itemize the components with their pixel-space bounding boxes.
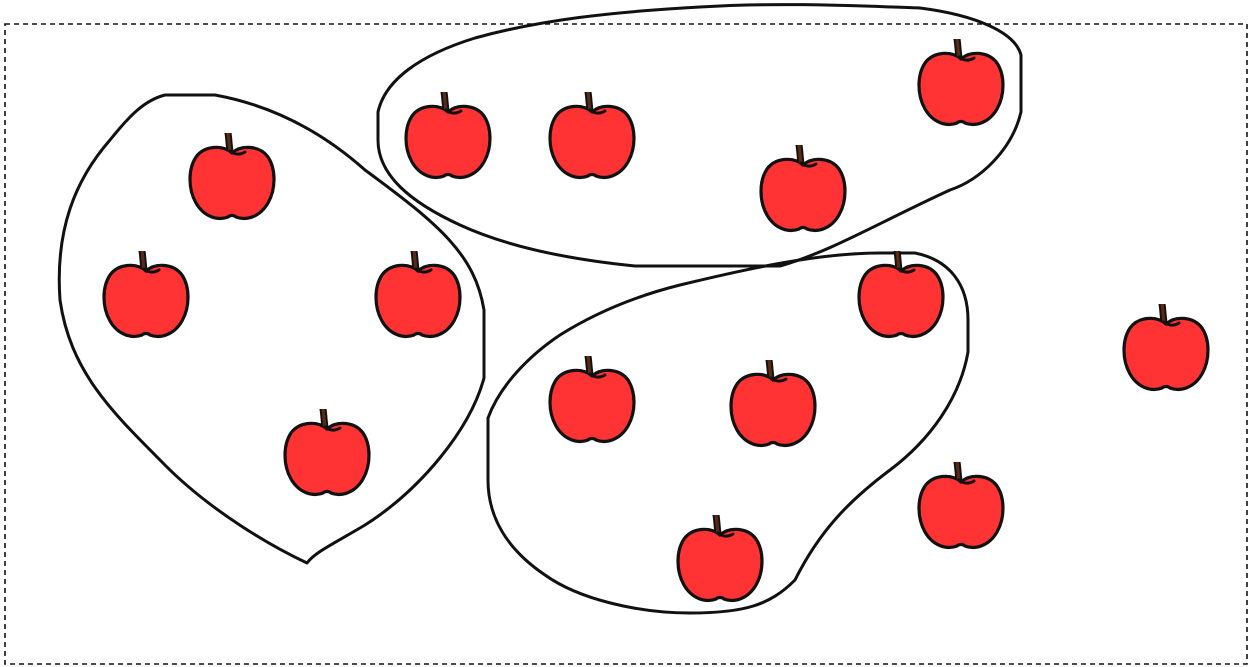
apple-icon bbox=[859, 251, 943, 336]
apple-icon bbox=[190, 133, 274, 218]
apple-icon bbox=[1124, 304, 1208, 389]
apple-icon bbox=[919, 39, 1003, 124]
apple-icon bbox=[761, 145, 845, 230]
apple-icon bbox=[550, 92, 634, 177]
apple-icon bbox=[550, 356, 634, 441]
apple-icon bbox=[731, 360, 815, 445]
apple-icon bbox=[678, 515, 762, 600]
apple-icon bbox=[285, 409, 369, 494]
apple-icon bbox=[104, 251, 188, 336]
apple-icon bbox=[376, 251, 460, 336]
apple-icon bbox=[919, 462, 1003, 547]
apple-icon bbox=[406, 92, 490, 177]
